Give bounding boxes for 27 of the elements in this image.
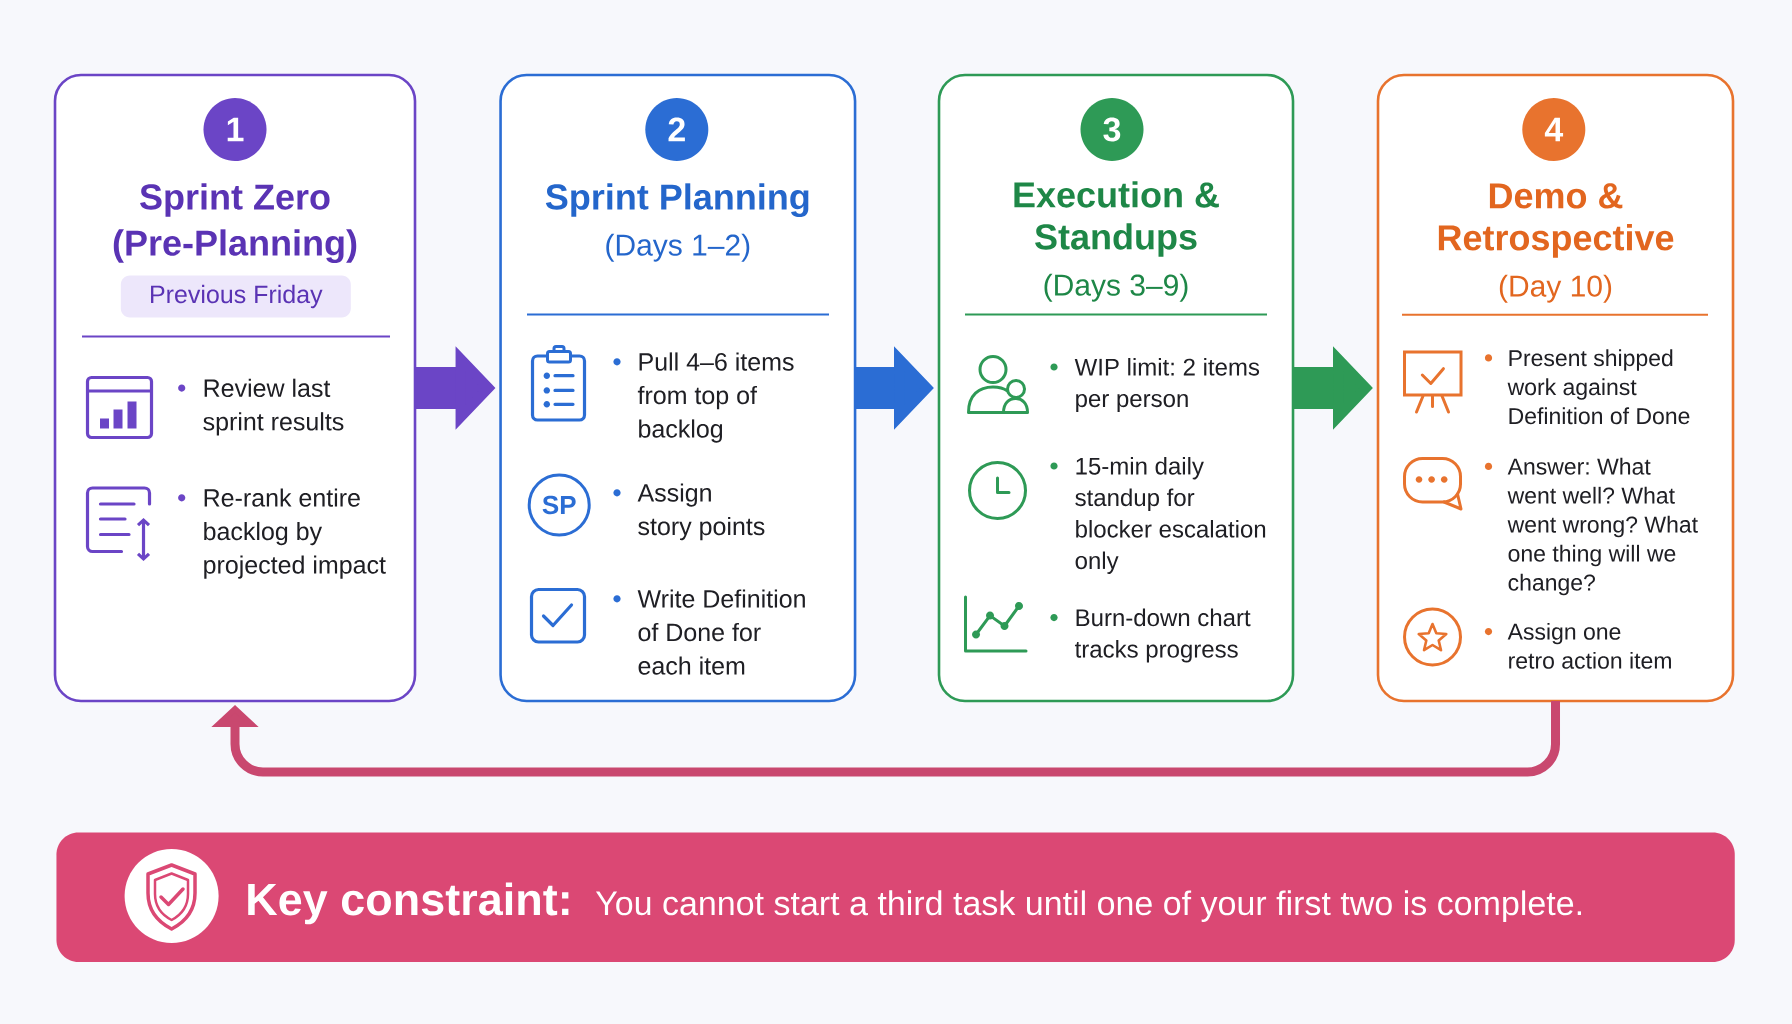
date-pill: Previous Friday [120,275,351,318]
card-subtitle: (Days 1–2) [606,233,750,262]
bullet-text: Burn-down chart tracks progress [1074,608,1251,663]
story-points-badge: SP [527,473,591,537]
card-subtitle: (Days 3–9) [1044,273,1188,302]
arrow [211,701,1560,777]
number-badge: 1 [203,98,267,161]
bullet-text: Write Definition of Done for each item [637,589,805,675]
bullet-text: Review last sprint results [203,378,344,436]
bullet-text: Assign one retro action item [1507,622,1671,669]
card-title: Execution & Standups [1014,181,1219,257]
number-badge: 2 [645,98,709,161]
bullet-text: Present shipped work against Definition of Done [1507,349,1690,425]
card-title: Sprint Zero (Pre-Planning) [113,183,357,263]
banner-heading: Key constraint: [248,882,569,925]
number-badge: 4 [1522,98,1586,161]
card-subtitle: (Day 10) [1499,274,1612,303]
number-badge: 3 [1080,98,1144,161]
bullet-text: Answer: What went well? What went wrong? What one thing will we change? [1507,457,1698,596]
card-title: Demo & Retrospective [1438,183,1674,258]
bullet-text: Pull 4–6 items from top of backlog [637,352,794,443]
card-title: Sprint Planning [545,183,809,217]
bullet-text: WIP limit: 2 items per person [1074,358,1260,412]
banner-text: You cannot start a third task until one of your first two is complete. [595,890,1581,923]
bullet-text: Assign story points [637,483,765,541]
bullet-text: 15-min daily standup for blocker escalation only [1075,457,1266,574]
bullet-text: Re-rank entire backlog by projected impact [204,488,386,579]
